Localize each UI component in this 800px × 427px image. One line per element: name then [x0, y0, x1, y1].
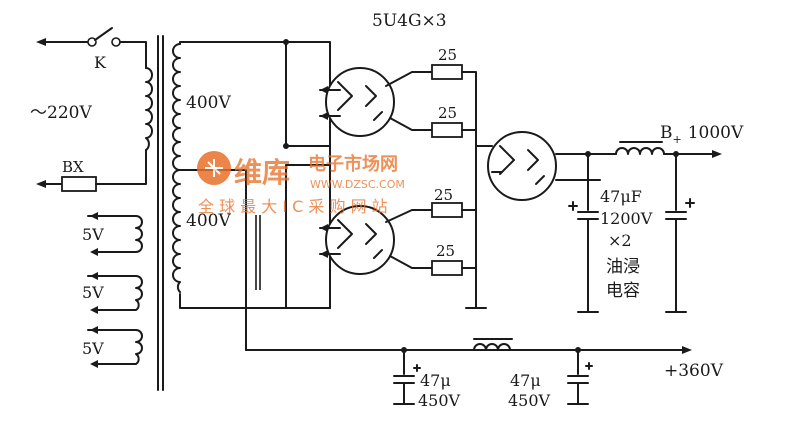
wire-bottom-to-tube1: [285, 109, 331, 309]
resistor-label-3: 25: [434, 186, 453, 204]
mains-arrow-bottom: [36, 180, 46, 188]
resistor-label-2: 25: [438, 104, 457, 122]
watermark: 维库 电子市场网 WWW.DZSC.COM 全 球 最 大 I C 采 购 网 …: [197, 151, 405, 216]
resistor-label-4: 25: [436, 242, 455, 260]
resistor-network: [385, 64, 493, 309]
tube-pin-arrow: [320, 112, 328, 120]
heater-winding-3: [87, 329, 143, 365]
cap-main-type-2: 电容: [606, 281, 640, 301]
watermark-title: 电子市场网: [308, 153, 398, 175]
tube-plate: [337, 219, 353, 249]
rectifier-tube-3: [487, 131, 617, 201]
heater-arrow: [90, 212, 98, 220]
wire-top-to-tube2: [285, 41, 331, 231]
high-output-subscript: +: [673, 133, 682, 146]
high-output-value: 1000V: [688, 123, 744, 143]
switch-contact-right: [111, 37, 121, 47]
secondary-lower-label: 400V: [186, 211, 231, 231]
cap-low-left-voltage: 450V: [418, 391, 461, 410]
resistor-label-1: 25: [438, 46, 457, 64]
tube-cathode: [373, 249, 383, 259]
secondary-upper-winding: [172, 43, 181, 171]
fuse-bx: [61, 176, 97, 192]
fuse-label: BX: [62, 158, 84, 176]
tube-plate: [499, 145, 515, 175]
heater-arrow: [90, 360, 98, 368]
switch-label: K: [94, 53, 107, 72]
tube-cathode: [365, 85, 377, 107]
switch-blade: [94, 27, 113, 41]
high-output-label: B+1000V: [660, 123, 744, 146]
watermark-path: [205, 159, 223, 177]
secondary-top-wire: [179, 41, 287, 45]
secondary-upper-label: 400V: [186, 93, 231, 113]
wire: [389, 117, 433, 131]
low-voltage-filter: [393, 338, 593, 405]
mains-arrow-top: [36, 38, 46, 46]
choke-high: [615, 147, 665, 155]
junction-dot: [283, 143, 289, 149]
high-output-arrow: [712, 150, 722, 158]
mains-input: [36, 27, 147, 192]
tube-type-label: 5U4G×3: [372, 11, 447, 31]
cap-low-right-value: 47μ: [510, 371, 541, 390]
switch-to-primary: [119, 41, 147, 69]
watermark-url: WWW.DZSC.COM: [310, 178, 405, 191]
tube-cathode: [373, 111, 383, 121]
resistor-r1: [431, 64, 463, 80]
tube-cathode: [365, 223, 377, 245]
cap-low-right-voltage: 450V: [508, 391, 551, 410]
heater-arrow: [90, 248, 98, 256]
choke-low: [473, 343, 511, 351]
mains-voltage-label: ～220V: [30, 103, 92, 123]
primary-winding: [145, 67, 153, 151]
cap-main-count: ×2: [608, 231, 632, 250]
watermark-logo-text: 维库: [234, 156, 290, 189]
rectifier-tube-2: [319, 205, 395, 275]
heater-windings: [87, 212, 143, 368]
cap-low-left-value: 47μ: [420, 371, 451, 390]
low-output-arrow: [682, 346, 692, 354]
cap-main-value: 47μF: [600, 187, 642, 206]
heater-arrow: [90, 326, 98, 334]
heater-arrow: [90, 306, 98, 314]
heater-arrow: [90, 272, 98, 280]
tube-cathode: [527, 149, 539, 171]
wire: [389, 255, 433, 269]
watermark-slogan: 全 球 最 大 I C 采 购 网 站: [198, 197, 388, 216]
rectifier-tube-1: [319, 67, 395, 137]
tube-pin-arrow: [320, 86, 328, 94]
heater-label-3: 5V: [82, 339, 104, 358]
heater-winding-2: [87, 275, 143, 311]
cap-main-voltage: 1200V: [600, 209, 653, 228]
wire: [385, 209, 433, 223]
wire-top-to-tube1: [285, 41, 331, 91]
low-output-label: +360V: [664, 361, 724, 381]
wire: [385, 71, 433, 87]
high-output-prefix: B: [660, 123, 673, 143]
heater-label-1: 5V: [82, 225, 104, 244]
tube-pin-arrow: [320, 250, 328, 258]
tube-pin-arrow: [320, 224, 328, 232]
high-voltage-filter: [568, 141, 722, 313]
resistor-r3: [431, 202, 463, 218]
secondary-lower-winding: [172, 169, 181, 293]
resistor-bus: [461, 71, 477, 309]
heater-winding-1: [87, 215, 143, 253]
tube-cathode: [535, 175, 545, 185]
resistor-r2: [431, 122, 463, 138]
resistor-r4: [431, 260, 463, 276]
heater-label-2: 5V: [82, 283, 104, 302]
fuse-to-primary: [95, 149, 147, 185]
tube-plate: [337, 81, 353, 111]
secondary-bottom-wire: [179, 293, 331, 309]
cap-main-type-1: 油浸: [606, 257, 640, 277]
